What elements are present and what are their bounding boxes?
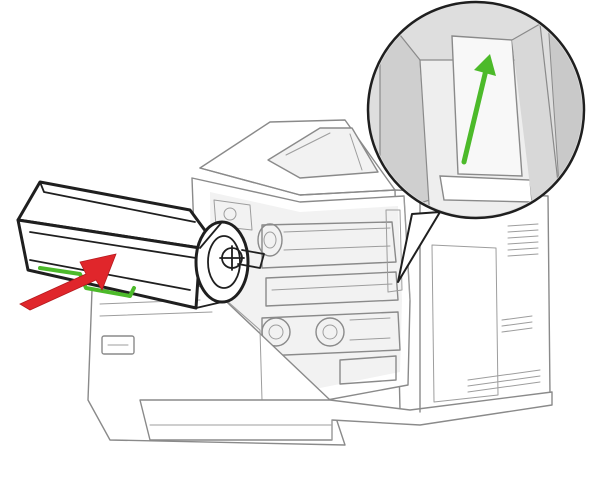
door-label <box>101 335 135 355</box>
detail-callout <box>366 0 586 283</box>
guide-arrow <box>461 54 496 165</box>
printer-body <box>87 119 553 446</box>
cartridge-green-guide <box>38 266 136 298</box>
insert-arrow <box>19 253 117 311</box>
cartridge-gear <box>219 245 265 271</box>
side-vents <box>467 223 541 393</box>
